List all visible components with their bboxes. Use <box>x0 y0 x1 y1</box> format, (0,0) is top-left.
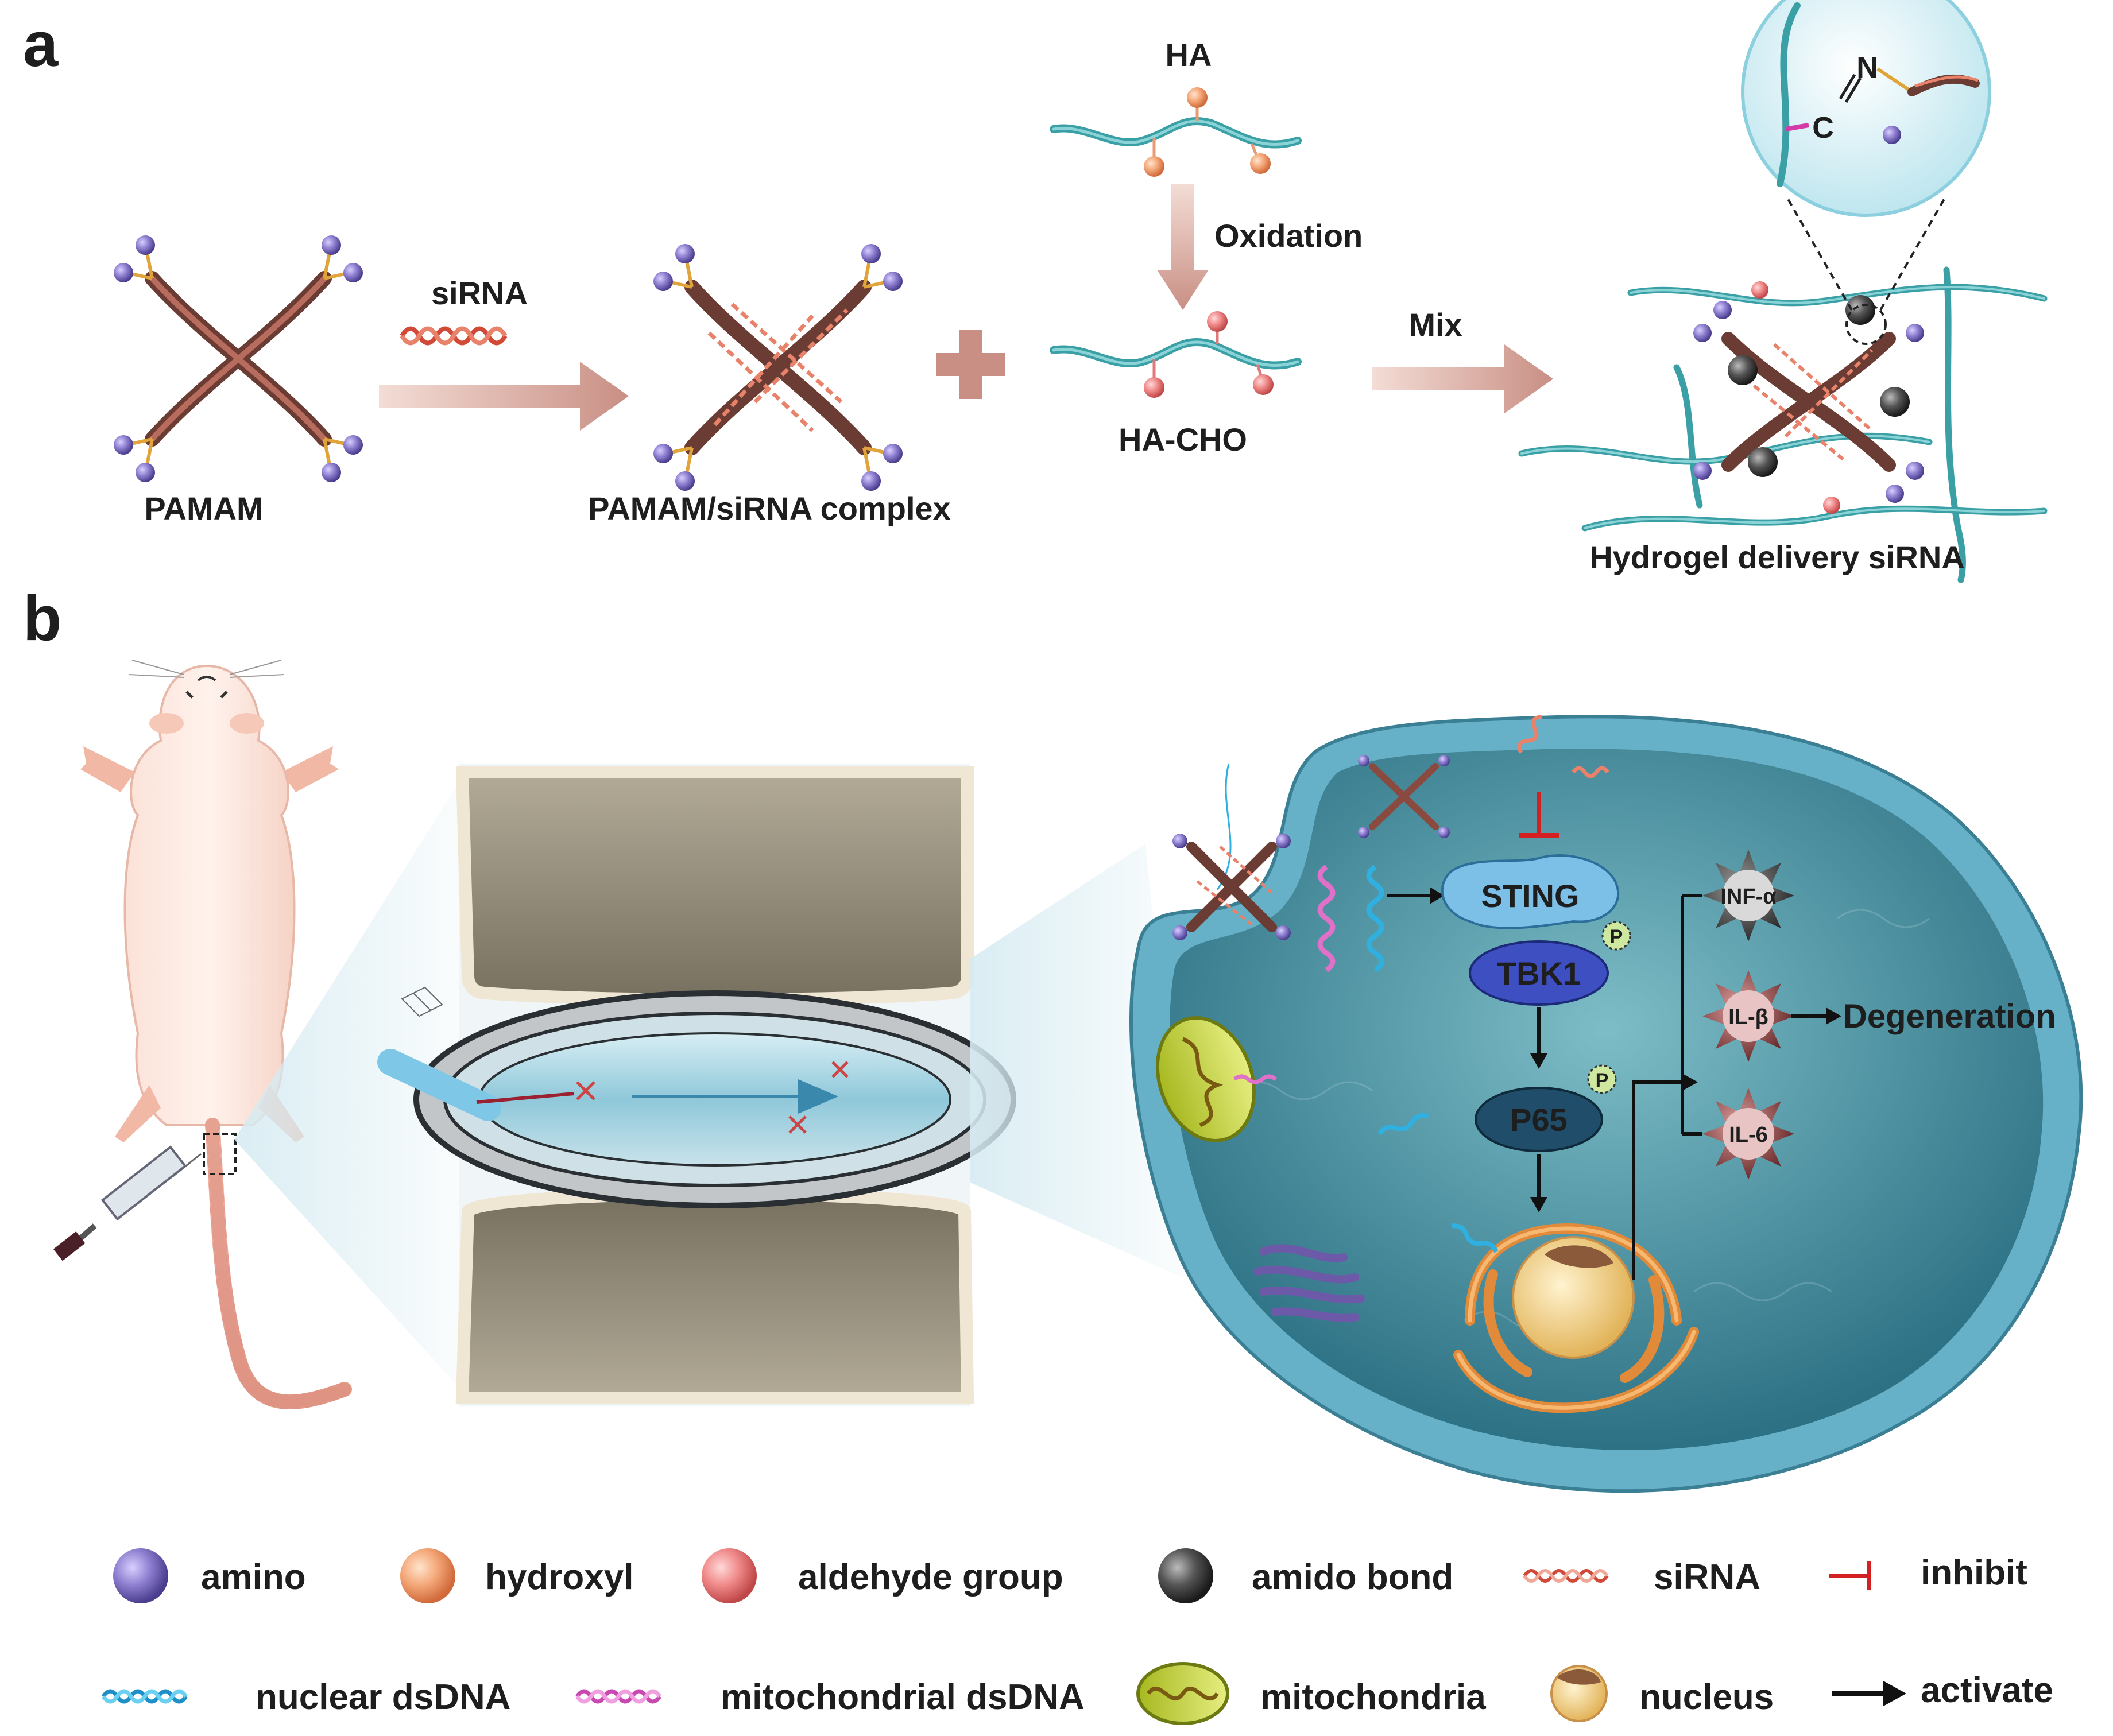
legend-nucleus-label: nucleus <box>1639 1677 1774 1717</box>
legend-nucleus-icon <box>1550 1665 1608 1722</box>
il-6-label: IL-6 <box>1729 1123 1768 1147</box>
pamam-sirna-complex <box>653 244 903 491</box>
complex-label: PAMAM/siRNA complex <box>588 490 951 526</box>
hydrogel-network <box>1518 195 2048 583</box>
zoom-beam-rat <box>234 764 471 1401</box>
oxidation-label: Oxidation <box>1214 218 1363 254</box>
organelle-purple <box>1253 1244 1365 1322</box>
degeneration-label: Degeneration <box>1843 998 2056 1035</box>
pamam-molecule <box>114 235 363 482</box>
nuclear-dsdna-near-nucleus <box>1451 1223 1499 1253</box>
hydrogel-label: Hydrogel delivery siRNA <box>1589 539 1965 575</box>
pamam-entering-cell <box>1172 834 1291 940</box>
free-sirna <box>1517 715 1609 778</box>
legend-nuclear-dsdna-icon <box>102 1689 188 1704</box>
cytokine-inf-alpha <box>1702 850 1794 941</box>
sting-label: STING <box>1481 878 1579 914</box>
ha-cho-label: HA-CHO <box>1119 421 1247 458</box>
inhibit-symbol <box>1519 792 1559 838</box>
legend-mitochondria-icon <box>1136 1662 1229 1725</box>
sirna-arrow-label: siRNA <box>431 275 528 311</box>
nuclear-dsdna-cytosol <box>1377 1113 1429 1136</box>
legend-amido-label: amido bond <box>1252 1557 1453 1597</box>
legend-amino-icon <box>113 1548 168 1603</box>
mitochondrial-dsdna <box>1317 865 1336 972</box>
tbk1-label: TBK1 <box>1497 955 1581 991</box>
nucleus-with-er <box>1453 1223 1699 1413</box>
il-beta-label: IL-β <box>1728 1005 1768 1029</box>
mix-arrow <box>1372 344 1553 413</box>
arrow-to-degeneration <box>1791 1008 1841 1025</box>
mix-label: Mix <box>1408 307 1462 343</box>
syringe-icon <box>53 1145 202 1261</box>
bond-n-label: N <box>1856 51 1878 84</box>
p65-label: P65 <box>1510 1102 1568 1138</box>
legend-activate-label: activate <box>1921 1671 2053 1710</box>
pamam-inside-cell <box>1358 755 1450 838</box>
arrow-tbk1-p65 <box>1530 1008 1547 1069</box>
sirna-arrow <box>379 362 629 431</box>
legend-sirna-label: siRNA <box>1654 1557 1760 1597</box>
tbk1-phospho-label: P <box>1610 926 1623 948</box>
legend-aldehyde-icon <box>702 1548 757 1603</box>
cytokine-il-beta <box>1702 970 1794 1062</box>
legend-inhibit-label: inhibit <box>1921 1553 2027 1592</box>
sting-node <box>1387 854 1620 929</box>
mitochondria-in-cell <box>1155 1016 1278 1142</box>
p65-node <box>1475 1064 1617 1152</box>
legend-mito-dsdna-icon <box>575 1689 661 1704</box>
legend-inhibit-icon <box>1829 1561 1871 1590</box>
tbk1-node <box>1469 921 1631 1006</box>
pamam-label: PAMAM <box>144 490 263 526</box>
activation-path <box>1632 894 1702 1280</box>
legend-amido-icon <box>1158 1548 1213 1603</box>
inf-alpha-label: INF-α <box>1720 885 1776 909</box>
panel-a-label: a <box>23 9 59 80</box>
legend-activate-icon <box>1832 1681 1906 1706</box>
zoom-beam-disc <box>970 844 1189 1280</box>
rat-illustration <box>80 660 352 1410</box>
cell-illustration <box>1129 715 2083 1493</box>
arrow-p65-nucleus <box>1530 1154 1547 1212</box>
ha-label: HA <box>1166 37 1212 73</box>
bond-c-label: C <box>1812 111 1834 145</box>
nuclear-dsdna <box>1366 865 1384 972</box>
legend: amino hydroxyl aldehyde group amido bond… <box>102 1548 2053 1725</box>
legend-mito-dsdna-label: mitochondrial dsDNA <box>721 1677 1085 1717</box>
ha-cho-strand <box>1050 311 1302 398</box>
legend-hydroxyl-label: hydroxyl <box>485 1557 633 1597</box>
legend-aldehyde-label: aldehyde group <box>798 1557 1063 1597</box>
legend-amino-label: amino <box>201 1557 306 1597</box>
panel-b-label: b <box>23 583 61 654</box>
sirna-icon <box>400 326 508 346</box>
cytokine-il-6 <box>1702 1088 1794 1180</box>
legend-nuclear-dsdna-label: nuclear dsDNA <box>256 1677 510 1717</box>
p65-phospho-label: P <box>1596 1070 1609 1091</box>
legend-mitochondria-label: mitochondria <box>1260 1677 1486 1717</box>
ha-strand <box>1050 87 1302 177</box>
spine-segment <box>377 764 1016 1406</box>
bond-zoom-bubble <box>1741 0 1991 217</box>
legend-hydroxyl-icon <box>400 1548 455 1603</box>
legend-sirna-icon <box>1523 1569 1609 1583</box>
oxidation-arrow <box>1157 184 1209 310</box>
plus-icon <box>936 330 1005 399</box>
